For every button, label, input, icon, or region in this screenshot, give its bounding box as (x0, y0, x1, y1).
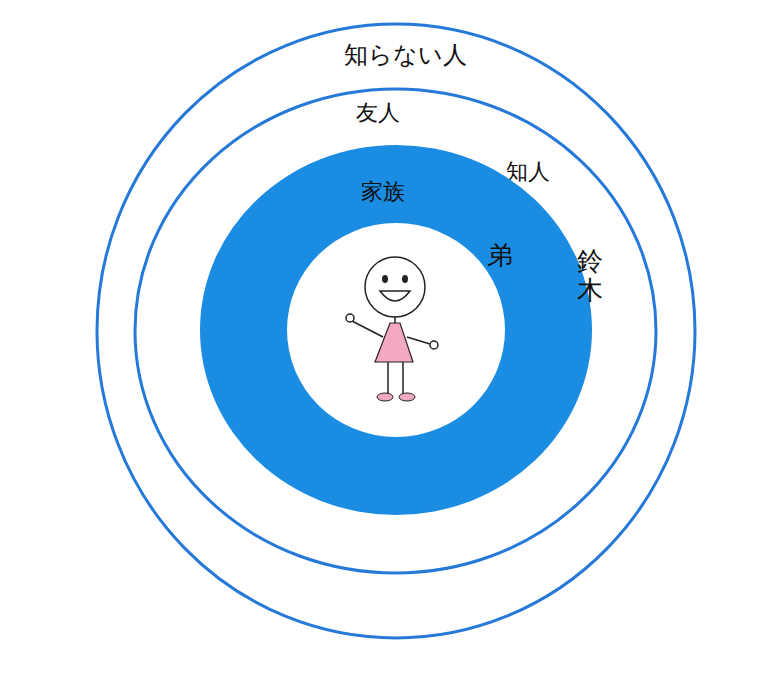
region-label: 知人 (506, 159, 550, 185)
family-ring: 家族弟 (200, 145, 592, 515)
region-label: 知らない人 (344, 41, 467, 70)
region-label: 友人 (356, 100, 400, 126)
person-name: 弟 (487, 240, 513, 271)
circle-region: 知らない人友人知人家族弟鈴木 (95, 22, 697, 640)
person-name: 鈴木 (577, 247, 603, 304)
region-label: 家族 (361, 179, 405, 205)
circle-region: 友人知人家族弟鈴木 (133, 87, 658, 575)
